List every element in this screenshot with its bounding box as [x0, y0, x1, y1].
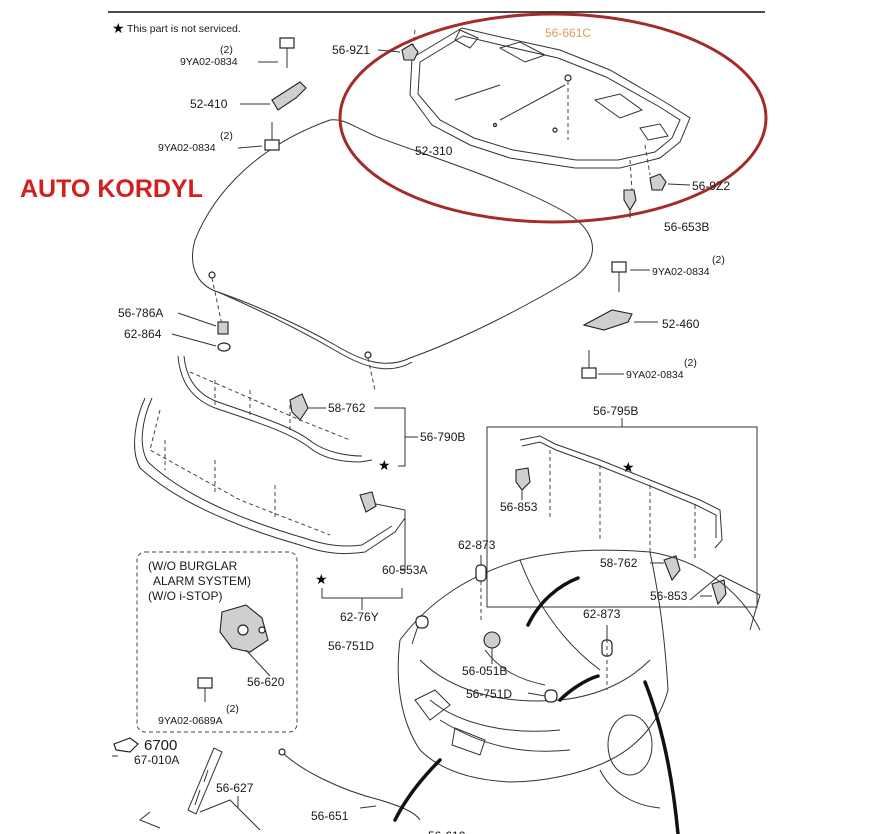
hood-bumper-56-786a: [217, 321, 229, 335]
part-label-58-762: 58-762: [328, 401, 366, 415]
clip-60-553a: [359, 491, 377, 513]
hood-latch-56-620: [219, 604, 269, 653]
part-label-9ya02-0834: 9YA02-0834: [626, 369, 684, 381]
part-label-62-873: 62-873: [458, 538, 496, 552]
part-label-6700: 6700: [144, 737, 177, 754]
release-cable-56-651: [281, 751, 421, 821]
inset-note-line2: ALARM SYSTEM): [153, 574, 251, 588]
highlight-circle: [338, 12, 768, 224]
part-label-56-751d: 56-751D: [466, 687, 512, 701]
seal-thick: [643, 680, 680, 834]
inset-box: [136, 551, 298, 733]
seal-56-795b: [519, 435, 723, 549]
hood-panel: [192, 119, 593, 364]
part-label-62-864: 62-864: [124, 327, 162, 341]
part-label-62-76y: 62-76Y: [340, 610, 379, 624]
qty-label: (2): [220, 44, 233, 56]
bolt-lower-right: [581, 350, 597, 379]
inset-note-line1: (W/O BURGLAR: [148, 559, 238, 573]
clip-56-653b: [623, 189, 637, 212]
clip-58-762-b: [663, 555, 681, 582]
hood-insulator: [409, 27, 691, 169]
clip-56-853-a: [515, 467, 531, 491]
part-label-56-786a: 56-786A: [118, 306, 163, 320]
inset-note-line3: (W/O i-STOP): [148, 589, 222, 603]
clip-56-9z2: [649, 173, 667, 191]
hinge-52-460: [582, 309, 633, 331]
part-label-56-620: 56-620: [247, 675, 285, 689]
bolt-latch: [197, 677, 213, 702]
hood-edge: [217, 291, 413, 370]
part-label-56-853: 56-853: [650, 589, 688, 603]
part-label-56-627: 56-627: [216, 781, 254, 795]
hood-prop-thick: [526, 576, 580, 627]
star-icon-molding: ★: [315, 571, 328, 587]
part-label-56-610: 56-610: [428, 829, 466, 834]
release-lever-56-627: [187, 747, 223, 815]
qty-label: (2): [712, 254, 725, 266]
part-label-56-751d: 56-751D: [328, 639, 374, 653]
part-label-56-853: 56-853: [500, 500, 538, 514]
clip-56-9z1: [401, 43, 419, 61]
qty-label: (2): [226, 703, 239, 715]
part-label-56-9z1: 56-9Z1: [332, 43, 370, 57]
part-label-9ya02-0834: 9YA02-0834: [652, 266, 710, 278]
part-label-9ya02-0834: 9YA02-0834: [158, 142, 216, 154]
star-icon-seal: ★: [378, 457, 391, 473]
bolt-top-right: [611, 261, 627, 292]
part-label-52-460: 52-460: [662, 317, 700, 331]
part-label-67-010a: 67-010A: [134, 753, 179, 767]
seal-62-873-a: [475, 564, 487, 582]
part-label-56-651: 56-651: [311, 809, 349, 823]
bolt-lower-left: [264, 122, 280, 151]
part-label-62-873: 62-873: [583, 607, 621, 621]
molding-62-76y: [134, 397, 406, 555]
bumper-56-751d-a: [415, 615, 429, 629]
qty-label: (2): [220, 130, 233, 142]
hood-insulator-inner: [417, 35, 681, 161]
clip-56-853-b: [711, 579, 727, 606]
hood-bumper-hole: [208, 271, 216, 279]
hood-bumper-hole-2: [364, 351, 372, 359]
part-label-9ya02-0689a: 9YA02-0689A: [158, 715, 223, 727]
hood-stay-62-864: [217, 342, 231, 352]
part-label-56-051b: 56-051B: [462, 664, 507, 678]
grommet-56-051b: [483, 631, 501, 649]
legend-note: This part is not serviced.: [127, 23, 241, 35]
latch-thick: [558, 674, 600, 702]
part-label-52-410: 52-410: [190, 97, 228, 111]
part-label-58-762: 58-762: [600, 556, 638, 570]
part-label-52-310: 52-310: [415, 144, 453, 158]
clip-58-762-a: [289, 393, 309, 421]
qty-label: (2): [684, 357, 697, 369]
part-label-9ya02-0834: 9YA02-0834: [180, 56, 238, 68]
star-icon-seal-rear: ★: [622, 459, 635, 475]
part-label-56-790b: 56-790B: [420, 430, 465, 444]
part-label-56-9z2: 56-9Z2: [692, 179, 730, 193]
bolt-top-left: [279, 37, 295, 68]
release-handle-6700: [113, 737, 139, 753]
car-body: [397, 549, 761, 809]
cable-thick: [393, 758, 442, 822]
hinge-52-410: [271, 81, 307, 111]
part-label-56-661c: 56-661C: [545, 26, 591, 40]
seal-56-790b: [177, 355, 373, 463]
star-icon: ★: [112, 20, 125, 36]
part-label-56-653b: 56-653B: [664, 220, 709, 234]
bumper-56-751d-b: [544, 689, 558, 703]
part-label-56-795b: 56-795B: [593, 404, 638, 418]
part-label-60-553a: 60-553A: [382, 563, 427, 577]
watermark-text: AUTO KORDYL: [20, 175, 203, 203]
